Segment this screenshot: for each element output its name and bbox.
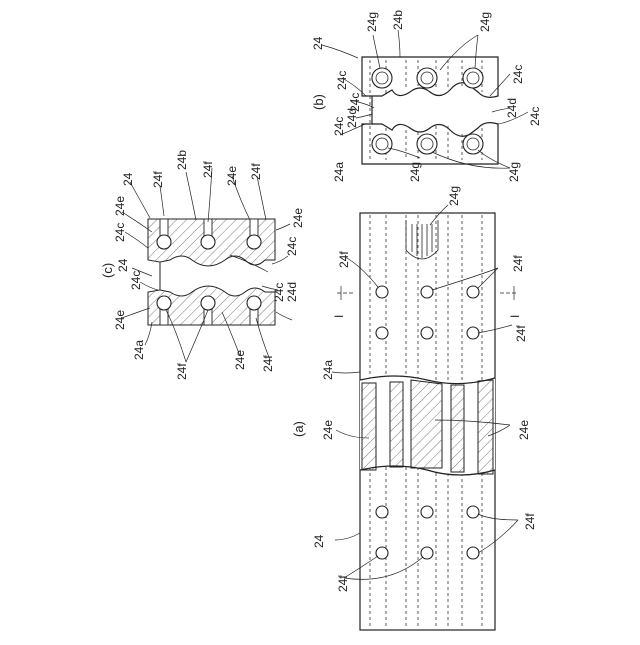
hatched-24e xyxy=(478,380,493,474)
hole-24f xyxy=(376,506,388,518)
section-mark-left: I xyxy=(332,315,346,318)
label-b-24d-1: 24d xyxy=(345,108,359,128)
hole-24f xyxy=(376,327,388,339)
hole-24f xyxy=(421,327,433,339)
hatched-24e xyxy=(451,385,464,472)
label-b-24c-5: 24c xyxy=(528,107,542,126)
label-c-24e-2: 24e xyxy=(225,166,239,186)
label-24a: 24a xyxy=(321,360,335,380)
label-c-24c-3: 24c xyxy=(285,237,299,256)
label-c-24f-2: 24f xyxy=(201,161,215,178)
view-a-label: (a) xyxy=(291,421,306,437)
label-c-24c-2: 24c xyxy=(129,271,143,290)
hole-b xyxy=(372,68,392,88)
label-24-a: 24 xyxy=(312,534,326,548)
label-24f-left-top: 24f xyxy=(337,251,351,268)
section-mark-right: I xyxy=(508,315,522,318)
view-b-label: (b) xyxy=(311,94,326,110)
label-c-24e-3: 24e xyxy=(291,208,305,228)
hole-b xyxy=(463,134,483,154)
view-c-label: (c) xyxy=(100,263,115,278)
label-c-24f-5: 24f xyxy=(261,355,275,372)
label-b-24: 24 xyxy=(311,36,325,50)
label-b-24g-3: 24g xyxy=(408,162,422,182)
hole-b xyxy=(417,134,437,154)
hole-24f xyxy=(421,286,433,298)
hole-24f xyxy=(376,286,388,298)
label-b-24g-2: 24g xyxy=(478,12,492,32)
hatched-24e xyxy=(362,383,376,470)
label-c-24f-4: 24f xyxy=(175,363,189,380)
view-c: (c) 24 24 24a 24b 24c 24c 24c 24c 24d 24… xyxy=(100,150,305,380)
label-c-24e-4: 24e xyxy=(113,310,127,330)
hole-24f xyxy=(467,506,479,518)
label-b-24c-3: 24c xyxy=(332,117,346,136)
hole-24f xyxy=(376,547,388,559)
label-c-24e-5: 24e xyxy=(233,350,247,370)
label-b-24b: 24b xyxy=(391,10,405,30)
label-b-24c-4: 24c xyxy=(511,65,525,84)
label-c-24a: 24a xyxy=(132,340,146,360)
hole-24f xyxy=(467,547,479,559)
hole-c xyxy=(247,235,261,249)
hole-c xyxy=(157,296,171,310)
hole-c xyxy=(201,235,215,249)
hole-c xyxy=(247,296,261,310)
label-c-24: 24 xyxy=(121,172,135,186)
view-b: (b) 24 24a 24b 24g 24g 24g 24g 24c 24c 2… xyxy=(311,10,542,182)
label-24f-right-bottom: 24f xyxy=(523,513,537,530)
label-24f-right-mid: 24f xyxy=(514,325,528,342)
label-24f-left-bottom: 24f xyxy=(336,575,350,592)
label-c-24c-4: 24c xyxy=(272,283,286,302)
label-c-24f-3: 24f xyxy=(249,163,263,180)
label-c-24c-1: 24c xyxy=(113,223,127,242)
view-a: (a) 24 24a 24e 24e 24f 24f 24f 24f 24f 2… xyxy=(291,186,537,630)
hole-b xyxy=(463,68,483,88)
label-c-24e-1: 24e xyxy=(113,196,127,216)
hole-24f xyxy=(421,506,433,518)
hole-b xyxy=(372,134,392,154)
hole-c xyxy=(201,296,215,310)
hole-24f xyxy=(467,286,479,298)
label-b-24c-1: 24c xyxy=(335,71,349,90)
hole-c xyxy=(157,235,171,249)
label-c-24d: 24d xyxy=(285,282,299,302)
label-c-24f-1: 24f xyxy=(151,171,165,188)
label-b-24g-4: 24g xyxy=(507,162,521,182)
label-b-24g-1: 24g xyxy=(365,12,379,32)
hole-b xyxy=(417,68,437,88)
hatched-24e xyxy=(390,382,403,467)
label-24f-right-top: 24f xyxy=(511,255,525,272)
label-b-24d-2: 24d xyxy=(505,98,519,118)
label-b-24a: 24a xyxy=(332,162,346,182)
label-24e-right: 24e xyxy=(517,420,531,440)
hole-24f xyxy=(467,327,479,339)
label-c-24b: 24b xyxy=(175,150,189,170)
label-24e-left: 24e xyxy=(321,420,335,440)
label-c-24-2: 24 xyxy=(116,258,130,272)
hatched-24e xyxy=(411,380,442,468)
label-24g: 24g xyxy=(447,186,461,206)
